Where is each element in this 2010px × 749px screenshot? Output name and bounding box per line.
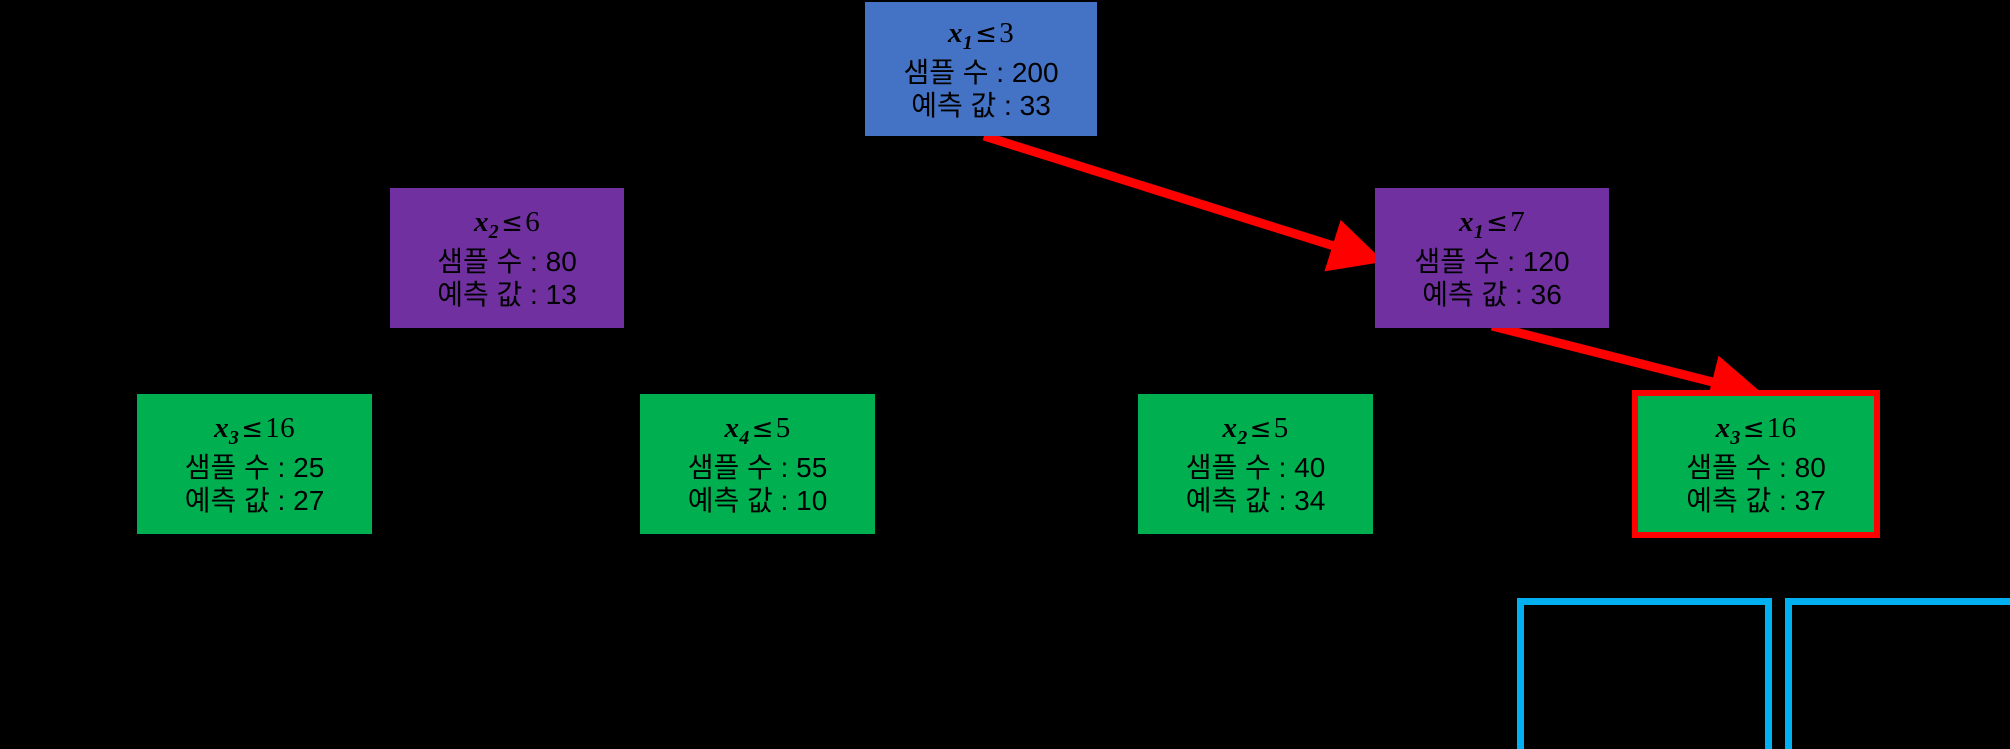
node-condition: x4≤5 [724,412,791,450]
connector-n3d-to-leaf-right [1788,536,1875,600]
node-samples: 샘플 수 : 120 [1414,245,1570,277]
node-prediction: 예측 값 : 36 [1422,278,1562,310]
tree-node-x3-le-16-highlighted[interactable]: x3≤16 샘플 수 : 80 예측 값 : 37 [1632,390,1880,538]
node-prediction: 예측 값 : 13 [437,278,577,310]
node-condition: x2≤6 [473,206,541,244]
node-prediction: 예측 값 : 37 [1686,484,1826,516]
node-condition: x3≤16 [1715,412,1797,450]
tree-node-x4-le-5[interactable]: x4≤5 샘플 수 : 55 예측 값 : 10 [640,394,875,534]
tree-node-x3-le-16-left[interactable]: x3≤16 샘플 수 : 25 예측 값 : 27 [137,394,372,534]
connector-n3d-to-leaf-left [1627,536,1702,600]
connector-left-purple-to-n3a [262,328,456,396]
node-condition: x1≤3 [947,17,1015,55]
highlight-arrow-root-to-right-purple [982,131,1385,272]
node-samples: 샘플 수 : 40 [1185,451,1326,483]
tree-node-x1-le-7[interactable]: x1≤7 샘플 수 : 120 예측 값 : 36 [1375,188,1609,328]
node-samples: 샘플 수 : 80 [1686,451,1826,483]
highlight-arrow-right-purple-to-n3d [1490,321,1765,408]
node-condition: x3≤16 [214,412,295,450]
connector-right-purple-to-n3c [1242,328,1441,396]
node-samples: 샘플 수 : 55 [687,451,828,483]
node-condition: x2≤5 [1222,412,1289,450]
node-prediction: 예측 값 : 10 [687,484,828,516]
node-prediction: 예측 값 : 34 [1185,484,1326,516]
connector-left-purple-to-n3b [559,328,726,395]
tree-node-x2-le-6[interactable]: x2≤6 샘플 수 : 80 예측 값 : 13 [390,188,624,328]
node-condition: x1≤7 [1458,206,1526,244]
connector-root-to-left-purple [502,134,961,194]
node-samples: 샘플 수 : 80 [437,245,577,277]
leaf-box-right[interactable] [1785,598,2010,749]
node-prediction: 예측 값 : 27 [184,484,325,516]
node-prediction: 예측 값 : 33 [911,89,1051,121]
node-samples: 샘플 수 : 25 [184,451,325,483]
leaf-box-left[interactable] [1517,598,1772,749]
node-samples: 샘플 수 : 200 [903,56,1059,88]
tree-node-x2-le-5[interactable]: x2≤5 샘플 수 : 40 예측 값 : 34 [1138,394,1373,534]
tree-node-root[interactable]: x1≤3 샘플 수 : 200 예측 값 : 33 [865,2,1097,136]
